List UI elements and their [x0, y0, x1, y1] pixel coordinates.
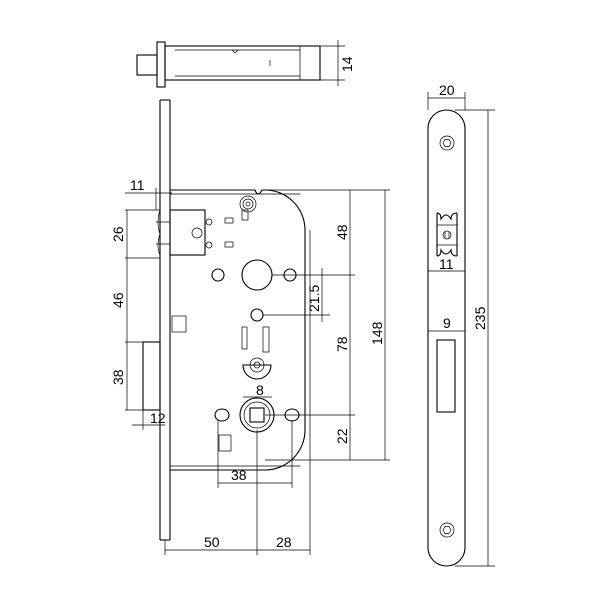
dim-faceplate-width: 20 — [439, 82, 455, 98]
top-view: 14 — [136, 40, 355, 88]
dim-latch-deadbolt: 46 — [110, 292, 126, 308]
deadbolt-opening — [436, 339, 456, 413]
spindle-square — [249, 407, 265, 423]
faceplate-view: 20 235 11 9 — [427, 82, 495, 567]
faceplate — [427, 109, 466, 567]
dim-deadbolt-height: 38 — [110, 369, 126, 385]
dim-spindle-square: 8 — [256, 382, 264, 398]
dim-latch-height: 26 — [110, 226, 126, 242]
side-view: 11 26 46 38 12 48 78 22 148 21.5 8 38 50… — [110, 99, 390, 555]
cylinder-hole — [241, 259, 273, 291]
dim-faceplate-length: 235 — [472, 306, 488, 330]
dim-deadbolt-opening: 9 — [443, 315, 451, 331]
dim-case-height: 148 — [369, 321, 385, 345]
deadbolt — [142, 341, 161, 411]
dim-deadbolt-projection: 12 — [150, 410, 166, 426]
dim-backset: 50 — [204, 534, 220, 550]
latch — [169, 209, 206, 256]
dim-latch-opening: 11 — [439, 256, 454, 272]
dim-spindle-to-bottom: 22 — [334, 428, 350, 444]
dim-top-thickness: 14 — [339, 56, 355, 72]
dim-cylinder-to-hole: 21.5 — [306, 285, 322, 312]
dim-spindle-to-back: 28 — [276, 534, 292, 550]
dim-spindle-to-screw: 38 — [231, 467, 247, 483]
dim-latch-projection: 11 — [130, 177, 145, 193]
dim-cylinder-to-spindle: 78 — [334, 336, 350, 352]
lock-case — [170, 189, 306, 471]
dim-top-to-cylinder: 48 — [334, 224, 350, 240]
